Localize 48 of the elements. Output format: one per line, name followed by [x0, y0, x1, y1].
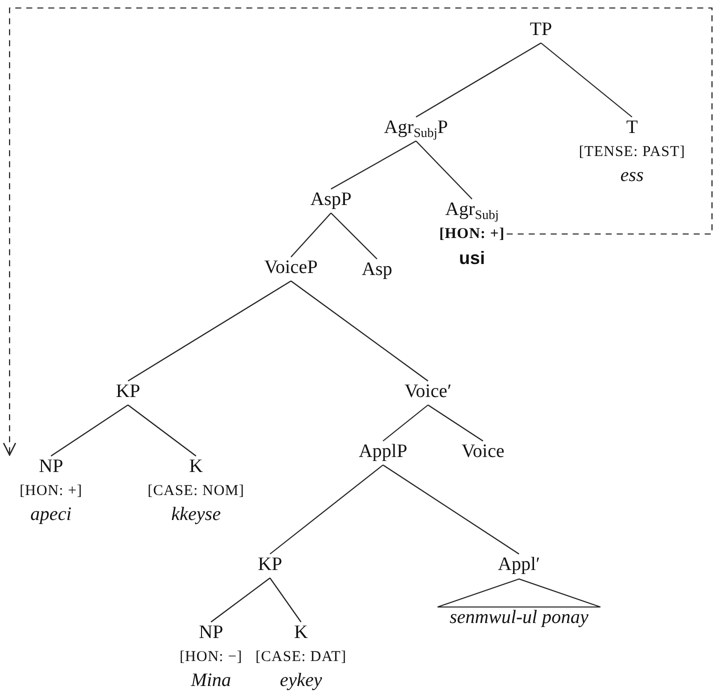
tree-branch	[330, 140, 416, 190]
category-label: Appl′	[498, 553, 540, 577]
word-form: usi	[458, 247, 486, 270]
category-label: KP	[258, 553, 282, 577]
category-label: KP	[116, 380, 140, 404]
tree-branch	[210, 578, 270, 622]
word-form: eykey	[278, 669, 324, 692]
tree-branch	[50, 404, 128, 456]
category-label: TP	[530, 18, 552, 42]
word-form: ess	[619, 164, 645, 188]
category-label: K	[293, 621, 309, 645]
tree-branch	[290, 280, 428, 382]
tree-branch	[128, 280, 292, 382]
feature-label: [TENSE: PAST]	[578, 143, 686, 162]
tree-branch	[270, 578, 302, 622]
tree-branch	[416, 140, 472, 200]
phrase-text: senmwul-ul ponay	[450, 606, 588, 630]
category-label: NP	[38, 455, 64, 479]
category-label: Asp	[362, 258, 392, 282]
dashed-arrow	[2, 7, 713, 456]
category-label: ApplP	[358, 440, 408, 464]
triangle-branch	[437, 578, 601, 608]
word-form: Mina	[190, 669, 232, 692]
tree-branch	[416, 42, 542, 118]
tree-branch	[270, 464, 384, 554]
category-label: VoiceP	[264, 256, 318, 280]
category-label: K	[188, 455, 204, 479]
category-label: NP	[198, 621, 224, 645]
feature-label: [CASE: DAT]	[256, 648, 346, 667]
feature-label: [HON: +]	[20, 482, 82, 501]
tree-branch	[428, 404, 484, 442]
word-form: kkeyse	[170, 503, 222, 527]
tree-branch	[290, 212, 332, 258]
category-label: T	[625, 116, 639, 140]
category-label: Agr$_{Subj}$P	[384, 116, 448, 140]
feature-label: [HON: −]	[180, 648, 242, 667]
feature-label: [HON: +]	[439, 225, 505, 244]
word-form: apeci	[29, 503, 73, 527]
tree-branch	[330, 212, 378, 260]
tree-branch	[382, 464, 520, 554]
category-label: Voice′	[404, 380, 452, 404]
tree-branch	[128, 404, 196, 456]
tree-branch	[382, 404, 428, 442]
category-label: Voice	[462, 440, 504, 464]
category-label: AspP	[310, 188, 352, 212]
feature-label: [CASE: NOM]	[148, 482, 244, 501]
category-label: Agr$_{Subj}$	[444, 198, 500, 222]
tree-branch	[540, 42, 632, 118]
